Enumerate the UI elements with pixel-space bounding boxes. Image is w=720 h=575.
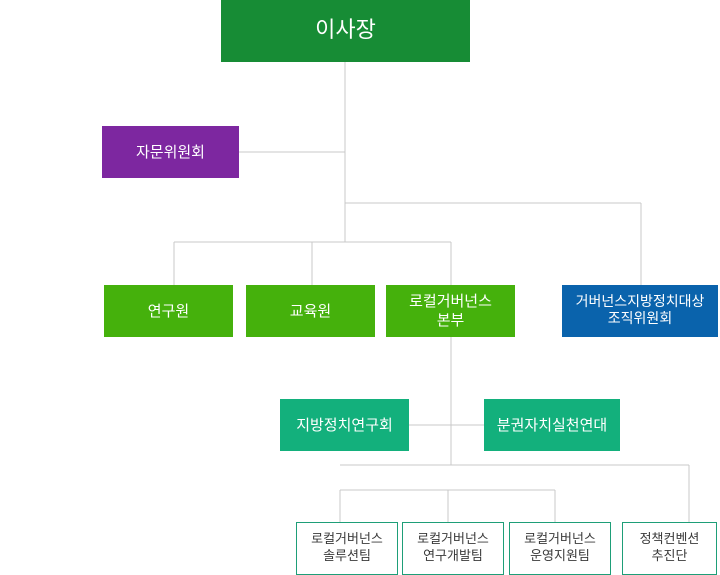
- team-line1: 로컬거버넌스: [524, 532, 596, 548]
- chairman-box: 이사장: [221, 0, 470, 62]
- local-politics-study-label: 지방정치연구회: [296, 415, 393, 434]
- advisory-committee-box: 자문위원회: [102, 126, 239, 178]
- research-institute-box: 연구원: [104, 285, 233, 337]
- team-line2: 솔루션팀: [323, 548, 371, 564]
- team-line2: 연구개발팀: [423, 548, 483, 564]
- local-governance-hq-line2: 본부: [436, 311, 465, 329]
- team-box: 정책컨벤션 추진단: [622, 522, 717, 575]
- team-box: 로컬거버넌스 운영지원팀: [509, 522, 611, 575]
- chairman-label: 이사장: [315, 18, 376, 44]
- team-line1: 정책컨벤션: [639, 532, 700, 548]
- education-institute-label: 교육원: [289, 301, 332, 320]
- team-line2: 운영지원팀: [530, 548, 590, 564]
- team-box: 로컬거버넌스 연구개발팀: [402, 522, 504, 575]
- organizing-committee-line1: 거버넌스지방정치대상: [575, 293, 705, 310]
- advisory-committee-label: 자문위원회: [135, 142, 205, 161]
- organizing-committee-box: 거버넌스지방정치대상 조직위원회: [562, 285, 718, 337]
- decentralization-coalition-box: 분권자치실천연대: [484, 399, 620, 451]
- team-line2: 추진단: [651, 548, 688, 564]
- organizing-committee-line2: 조직위원회: [607, 311, 673, 327]
- team-line1: 로컬거버넌스: [311, 532, 383, 548]
- decentralization-coalition-label: 분권자치실천연대: [496, 415, 608, 434]
- local-politics-study-box: 지방정치연구회: [280, 399, 409, 451]
- team-line1: 로컬거버넌스: [417, 532, 489, 548]
- education-institute-box: 교육원: [246, 285, 375, 337]
- research-institute-label: 연구원: [147, 301, 190, 320]
- team-box: 로컬거버넌스 솔루션팀: [296, 522, 398, 575]
- local-governance-hq-box: 로컬거버넌스 본부: [386, 285, 515, 337]
- local-governance-hq-line1: 로컬거버넌스: [409, 292, 492, 311]
